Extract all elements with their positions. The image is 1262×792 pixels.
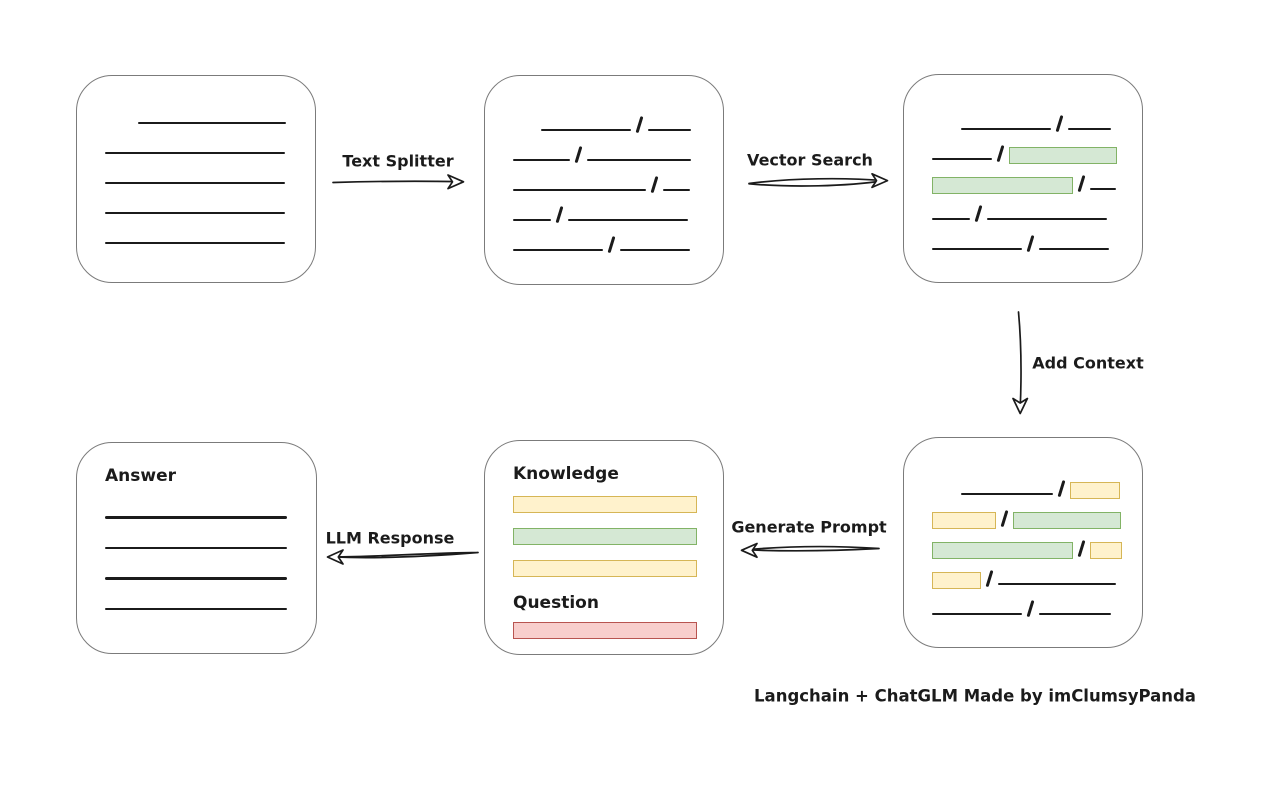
arrow-vector-search-head [871,172,889,189]
text-line [986,217,1107,220]
text-row [105,184,295,214]
text-line [961,492,1053,495]
text-line [513,218,551,221]
text-line [586,158,691,161]
arrow-text-splitter-head [447,174,465,190]
green-highlight-chunk [1012,512,1121,529]
arrow-llm-response-head [326,549,344,565]
text-row [932,585,1122,617]
arrow-label-generate-prompt: Generate Prompt [731,517,887,537]
text-row [138,94,295,124]
text-row [105,214,295,244]
text-line [647,128,691,131]
text-line [105,546,287,549]
slash-separator [1026,600,1034,617]
box-split-text [484,75,724,285]
yellow-highlight-chunk [1089,542,1122,559]
arrow-add-context [1017,311,1022,409]
text-line [541,128,631,131]
text-line [662,188,690,191]
red-chunk-bar [513,622,697,639]
text-line [961,127,1051,130]
arrow-label-vector-search: Vector Search [747,150,873,170]
text-row [513,191,703,223]
text-row [513,161,703,193]
text-row [513,221,703,253]
yellow-highlight-chunk [1069,482,1120,499]
text-line [105,211,285,214]
text-row [961,465,1122,499]
text-row [932,220,1122,252]
arrow-generate-prompt-head [740,542,758,559]
box-label-question: Question [513,593,599,613]
green-chunk-bar [513,528,697,545]
text-line [932,217,970,220]
arrow-llm-response [332,551,479,559]
text-line [105,241,285,244]
arrow-vector-search [748,177,885,187]
slash-separator [1026,235,1034,252]
arrow-label-text-splitter: Text Splitter [342,151,454,171]
text-row [105,124,295,154]
text-row [105,154,295,184]
box-label-answer: Answer [105,466,176,486]
text-row [932,130,1122,164]
yellow-highlight-chunk [932,572,981,589]
text-line [513,188,646,191]
text-line [932,157,992,160]
text-row [513,131,703,163]
text-row [932,160,1122,194]
text-line [138,121,286,124]
text-line [513,158,570,161]
green-highlight-chunk [932,542,1073,559]
text-line [567,218,688,221]
text-row [932,555,1122,589]
text-line [513,248,603,251]
slash-separator [607,236,615,253]
arrow-generate-prompt [745,545,880,552]
text-row [932,525,1122,559]
text-line [1089,187,1116,190]
text-line [105,516,287,519]
text-line [932,612,1022,615]
text-line [997,582,1116,585]
text-line [105,181,285,184]
yellow-highlight-chunk [932,512,996,529]
box-vector-search-result [903,74,1143,283]
text-line [105,577,287,580]
arrow-label-llm-response: LLM Response [325,528,455,548]
text-row [961,100,1122,132]
text-line [1038,247,1109,250]
text-line [932,247,1022,250]
green-highlight-chunk [1008,147,1117,164]
yellow-chunk-bar [513,496,697,513]
text-line [619,248,690,251]
text-row [932,495,1122,529]
box-context-chunks [903,437,1143,648]
box-answer: Answer [76,442,317,654]
text-line [1067,127,1111,130]
yellow-chunk-bar [513,560,697,577]
green-highlight-chunk [932,177,1073,194]
box-label-knowledge: Knowledge [513,464,619,484]
arrow-add-context-head [1012,397,1029,415]
arrow-text-splitter [332,180,460,184]
box-source-document [76,75,316,283]
text-line [105,151,285,154]
text-row [932,190,1122,222]
caption: Langchain + ChatGLM Made by imClumsyPand… [754,686,1196,706]
text-line [1038,612,1111,615]
text-line [105,607,287,610]
arrow-label-add-context: Add Context [1032,353,1144,373]
text-row [541,101,703,133]
